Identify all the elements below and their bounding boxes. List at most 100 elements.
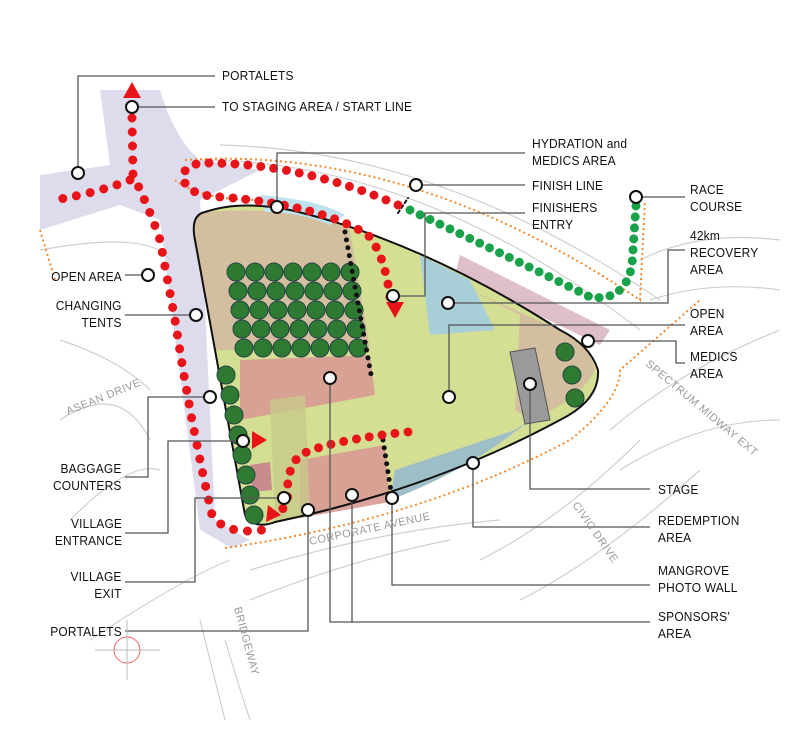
tree-icon xyxy=(285,281,305,301)
tree-icon xyxy=(321,262,341,282)
runner-route-loop xyxy=(178,158,403,303)
label-finish-line: FINISH LINE xyxy=(532,178,604,193)
tree-icon xyxy=(346,319,366,339)
marker-open-area-right xyxy=(442,390,456,404)
tree-icon xyxy=(306,300,326,320)
marker-staging xyxy=(125,100,139,114)
tree-icon xyxy=(249,300,269,320)
tree-icon xyxy=(244,505,264,525)
arrow-right-icon xyxy=(252,431,267,449)
tree-icon xyxy=(342,281,362,301)
tree-icon xyxy=(216,365,236,385)
tree-icon xyxy=(226,262,246,282)
marker-village-entrance xyxy=(236,434,250,448)
arrow-down-icon xyxy=(386,302,404,318)
street-bridgeway: BRIDGEWAY xyxy=(231,606,261,677)
marker-race-course xyxy=(629,190,643,204)
marker-sponsors-1 xyxy=(323,371,337,385)
tree-icon xyxy=(240,485,260,505)
tree-icon xyxy=(310,338,330,358)
tree-icon xyxy=(266,281,286,301)
label-portalets-bottom: PORTALETS xyxy=(50,624,122,639)
street-corporate-avenue: CORPORATE AVENUE xyxy=(308,510,432,547)
label-open-area-left: OPEN AREA xyxy=(51,269,122,284)
tree-icon xyxy=(224,405,244,425)
tree-icon xyxy=(308,319,328,339)
street-civic-drive: CIVIC DRIVE xyxy=(570,500,621,565)
tree-icon xyxy=(283,262,303,282)
label-sponsors: SPONSORS’AREA xyxy=(658,609,731,641)
north-marker-icon xyxy=(95,620,160,680)
tree-icon xyxy=(228,281,248,301)
photo-walls xyxy=(342,197,409,501)
tree-icon xyxy=(230,300,250,320)
arrow-down-left-icon xyxy=(266,505,281,522)
marker-changing-tents xyxy=(189,308,203,322)
label-portalets-top: PORTALETS xyxy=(222,68,294,83)
marker-mangrove xyxy=(385,491,399,505)
tree-icon xyxy=(245,262,265,282)
runner-route-inner xyxy=(277,427,413,515)
tree-icon xyxy=(232,319,252,339)
tree-icon xyxy=(304,281,324,301)
tree-icon xyxy=(562,365,582,385)
tree-icon xyxy=(323,281,343,301)
route-arrows xyxy=(123,82,404,522)
tree-icon xyxy=(234,338,254,358)
tree-icon xyxy=(555,342,575,362)
marker-baggage xyxy=(203,390,217,404)
tree-icon xyxy=(287,300,307,320)
leader-lines xyxy=(77,75,685,632)
tree-icon xyxy=(264,262,284,282)
trees xyxy=(216,262,585,525)
marker-recovery xyxy=(441,296,455,310)
marker-hydration xyxy=(270,200,284,214)
tree-icon xyxy=(344,300,364,320)
callout-markers xyxy=(71,100,643,517)
marker-portalets-top xyxy=(71,166,85,180)
tree-icon xyxy=(220,385,240,405)
routes xyxy=(50,113,641,536)
race-course-route xyxy=(405,200,641,303)
tree-icon xyxy=(253,338,273,358)
street-asean-drive: ASEAN DRIVE xyxy=(65,377,143,418)
tree-icon xyxy=(232,445,252,465)
tree-icon xyxy=(270,319,290,339)
runner-route-main xyxy=(127,113,267,536)
label-staging: TO STAGING AREA / START LINE xyxy=(222,99,413,114)
tree-icon xyxy=(302,262,322,282)
tree-icon xyxy=(325,300,345,320)
marker-stage xyxy=(523,377,537,391)
tree-icon xyxy=(272,338,292,358)
tree-icon xyxy=(251,319,271,339)
tree-icon xyxy=(268,300,288,320)
tree-icon xyxy=(291,338,311,358)
marker-sponsors-2 xyxy=(345,488,359,502)
marker-finish-line xyxy=(409,178,423,192)
arrow-up-icon xyxy=(123,82,141,98)
marker-finishers-entry xyxy=(386,289,400,303)
medics-area-zone xyxy=(455,255,610,345)
security-boundary xyxy=(39,157,701,549)
label-stage: STAGE xyxy=(658,482,699,497)
tree-icon xyxy=(236,465,256,485)
recovery-zone xyxy=(420,255,495,335)
marker-medics xyxy=(581,334,595,348)
tree-icon xyxy=(289,319,309,339)
runner-route-branch xyxy=(50,175,135,205)
tree-icon xyxy=(327,319,347,339)
